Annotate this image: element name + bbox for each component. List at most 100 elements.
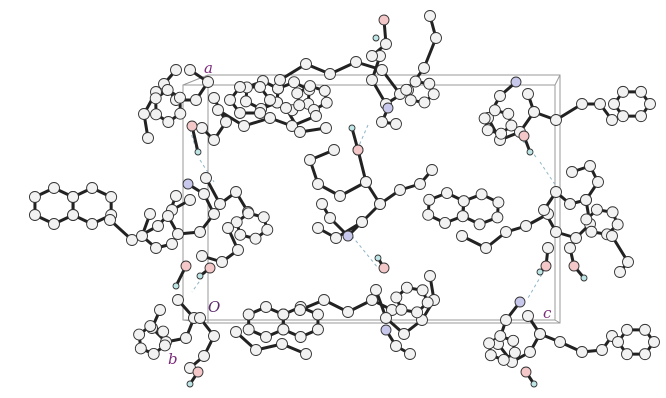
carbon-atom [197,123,208,134]
carbon-atom [351,57,362,68]
carbon-atom [151,109,162,120]
carbon-atom [613,337,624,348]
carbon-atom [158,326,169,337]
carbon-atom [410,76,421,87]
carbon-atom [295,127,306,138]
carbon-atom [197,251,208,262]
carbon-atom [321,97,332,108]
oxygen-atom [353,145,363,155]
carbon-atom [29,210,40,221]
carbon-atom [201,173,212,184]
carbon-atom [235,82,246,93]
carbon-atom [319,85,330,96]
carbon-atom [551,115,562,126]
carbon-atom [233,245,244,256]
carbon-atom [195,227,206,238]
carbon-atom [325,213,336,224]
carbon-atom [325,69,336,80]
carbon-atom [155,305,166,316]
carbon-atom [167,239,178,250]
carbon-atom [265,113,276,124]
carbon-atom [105,215,116,226]
carbon-atom [173,229,184,240]
origin-label: O [208,300,220,315]
carbon-atom [134,329,145,340]
carbon-atom [391,119,402,130]
carbon-atom [474,219,485,230]
carbon-atom [213,105,224,116]
carbon-atom [174,92,185,103]
nitrogen-atom [511,77,521,87]
carbon-atom [539,205,550,216]
carbon-atom [127,235,138,246]
carbon-atom [395,185,406,196]
carbon-atom [262,224,273,235]
oxygen-atom [187,121,197,131]
carbon-atom [357,217,368,228]
carbon-atom [265,95,276,106]
oxygen-atom [521,367,531,377]
carbon-atom [199,189,210,200]
nitrogen-atom [383,103,393,113]
carbon-atom [427,165,438,176]
carbon-atom [636,86,647,97]
hydrogen-atom [349,125,355,131]
carbon-atom [319,295,330,306]
oxygen-atom [181,261,191,271]
carbon-atom [292,88,303,99]
hydrogen-atom [537,269,543,275]
carbon-atom [481,243,492,254]
carbon-atom [495,91,506,102]
carbon-atom [278,309,289,320]
carbon-atom [405,349,416,360]
carbon-atom [523,89,534,100]
carbon-atom [401,282,412,293]
carbon-atom [612,219,623,230]
carbon-atom [295,332,306,343]
carbon-atom [485,350,496,361]
carbon-atom [162,85,173,96]
carbon-atom [607,231,618,242]
oxygen-atom [205,263,215,273]
carbon-atom [607,115,618,126]
carbon-atom [521,221,532,232]
carbon-atom [422,297,433,308]
carbon-atom [191,95,202,106]
carbon-atom [243,324,254,335]
carbon-atom [457,231,468,242]
carbon-atom [419,97,430,108]
carbon-atom [29,192,40,203]
carbon-atom [493,197,504,208]
carbon-atom [255,107,266,118]
carbon-atom [301,59,312,70]
carbon-atom [424,194,435,205]
carbon-atom [343,307,354,318]
carbon-atom [301,349,312,360]
carbon-atom [173,295,184,306]
carbon-atom [396,304,407,315]
nitrogen-atom [183,179,193,189]
carbon-atom [577,99,588,110]
carbon-atom [498,354,509,365]
carbon-atom [458,196,469,207]
carbon-atom [565,243,576,254]
carbon-atom [235,229,246,240]
carbon-atom [185,65,196,76]
carbon-atom [313,179,324,190]
carbon-atom [431,33,442,44]
carbon-atom [317,199,328,210]
carbon-atom [185,195,196,206]
carbon-atom [391,341,402,352]
carbon-atom [145,321,156,332]
carbon-atom [295,305,306,316]
carbon-atom [258,212,269,223]
carbon-atom [139,109,150,120]
carbon-atom [377,65,388,76]
carbon-atom [209,331,220,342]
carbon-atom [571,233,582,244]
carbon-atom [412,307,423,318]
carbon-atom [492,212,503,223]
carbon-atom [501,315,512,326]
carbon-atom [312,324,323,335]
